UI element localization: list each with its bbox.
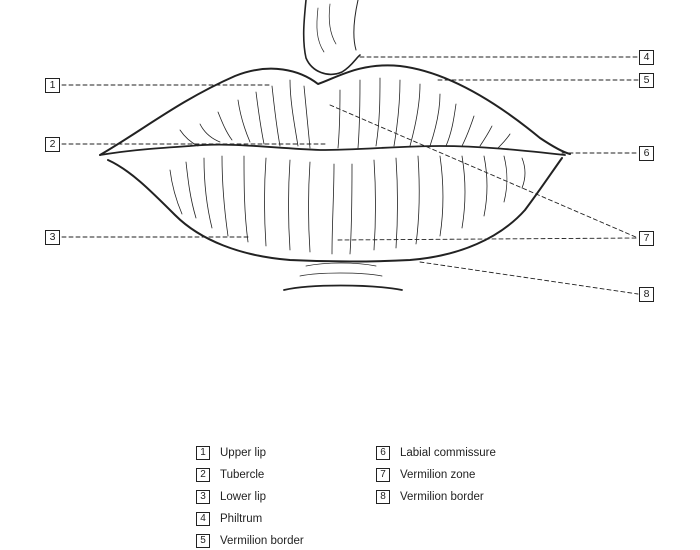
legend-number: 5 [196, 534, 210, 548]
legend-item-7: 7 Vermilion zone [376, 467, 475, 483]
legend-item-5: 5 Vermilion border [196, 533, 304, 549]
legend-number: 7 [376, 468, 390, 482]
legend-label: Vermilion border [220, 535, 304, 547]
legend-label: Labial commissure [400, 447, 496, 459]
upper-lip-drawing [99, 64, 571, 156]
legend-label: Vermilion border [400, 491, 484, 503]
callout-box-3: 3 [45, 230, 60, 245]
legend-label: Lower lip [220, 491, 267, 503]
legend-number: 4 [196, 512, 210, 526]
callout-box-8: 8 [639, 287, 654, 302]
legend: 1 Upper lip 2 Tubercle 3 Lower lip 4 Phi… [0, 445, 700, 550]
callout-box-1: 1 [45, 78, 60, 93]
legend-item-6: 6 Labial commissure [376, 445, 496, 461]
legend-number: 2 [196, 468, 210, 482]
legend-label: Tubercle [220, 469, 265, 481]
callout-box-7: 7 [639, 231, 654, 246]
philtrum-drawing [302, 0, 361, 76]
lower-lip-drawing [107, 155, 563, 263]
legend-label: Philtrum [220, 513, 263, 525]
leader-line-7a [329, 104, 639, 239]
callout-box-4: 4 [639, 50, 654, 65]
legend-number: 8 [376, 490, 390, 504]
legend-item-4: 4 Philtrum [196, 511, 262, 527]
callout-box-2: 2 [45, 137, 60, 152]
legend-item-8: 8 Vermilion border [376, 489, 484, 505]
legend-item-2: 2 Tubercle [196, 467, 264, 483]
leader-line-8 [419, 261, 639, 295]
callout-box-5: 5 [639, 73, 654, 88]
legend-number: 1 [196, 446, 210, 460]
legend-number: 3 [196, 490, 210, 504]
chin-drawing [283, 262, 403, 291]
legend-item-3: 3 Lower lip [196, 489, 266, 505]
legend-item-1: 1 Upper lip [196, 445, 266, 461]
callout-box-6: 6 [639, 146, 654, 161]
legend-label: Vermilion zone [400, 469, 476, 481]
legend-number: 6 [376, 446, 390, 460]
leader-line-7b [337, 237, 639, 241]
legend-label: Upper lip [220, 447, 267, 459]
